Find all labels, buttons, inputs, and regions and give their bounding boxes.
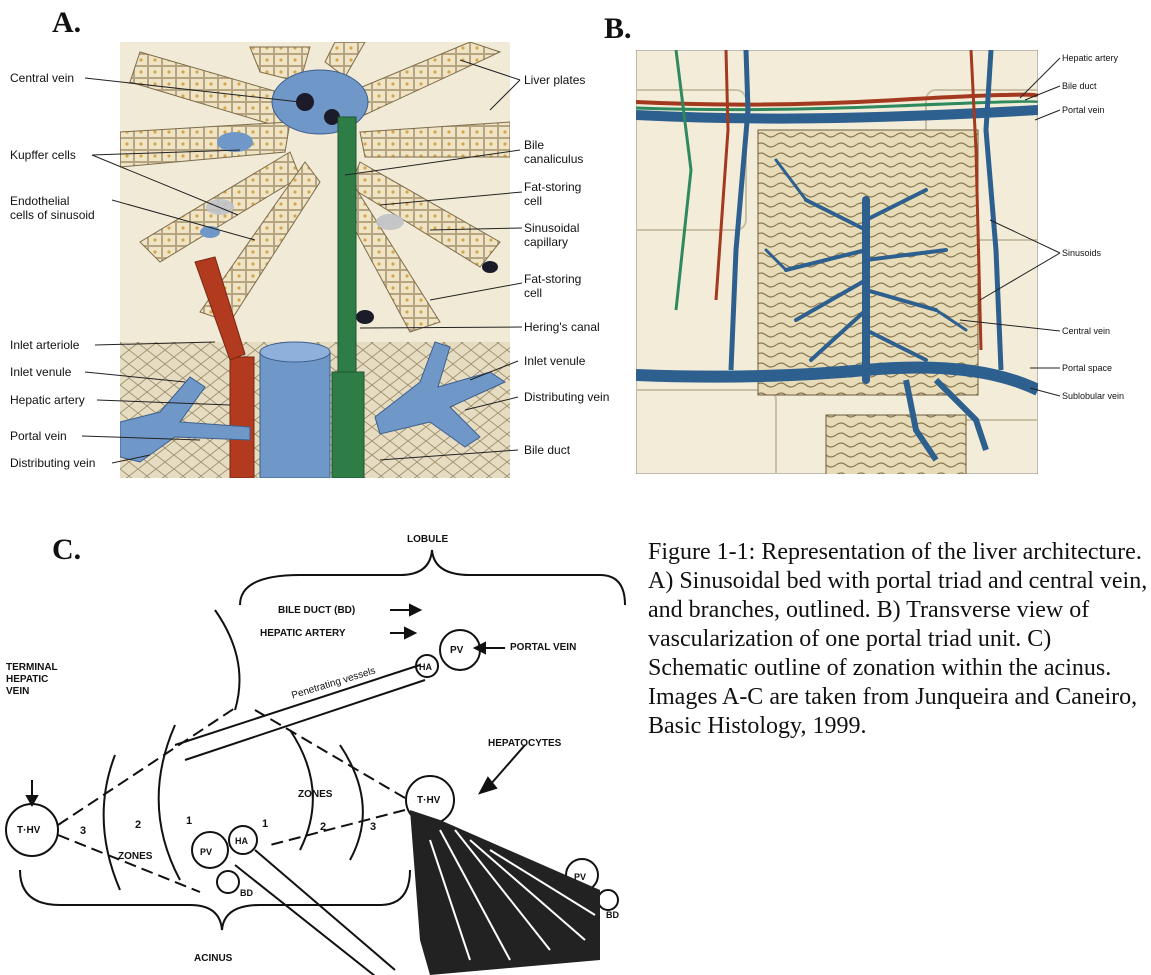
label-hepatic-artery-b: Hepatic artery xyxy=(1062,53,1118,64)
label-portal-vein-a: Portal vein xyxy=(10,429,67,443)
label-zones-right: ZONES xyxy=(298,788,332,802)
label-terminal-hepatic-vein: TERMINAL HEPATIC VEIN xyxy=(6,662,58,698)
label-distributing-vein-left: Distributing vein xyxy=(10,456,95,470)
label-pv-top: PV xyxy=(450,644,463,658)
label-herings-canal: Hering's canal xyxy=(524,320,600,334)
label-portal-vein-c: PORTAL VEIN xyxy=(510,641,576,655)
label-central-vein-b: Central vein xyxy=(1062,326,1110,337)
label-thv-left: T·HV xyxy=(17,824,40,838)
label-bd-bottom: BD xyxy=(240,886,253,900)
label-hepatic-artery-c: HEPATIC ARTERY xyxy=(260,627,346,641)
label-sinusoidal-capillary: Sinusoidal capillary xyxy=(524,221,579,249)
label-lobule: LOBULE xyxy=(407,533,448,547)
label-zone-3-right: 3 xyxy=(370,820,376,834)
label-sinusoids: Sinusoids xyxy=(1062,248,1101,259)
label-liver-plates: Liver plates xyxy=(524,73,585,87)
label-pv-right: PV xyxy=(574,870,586,884)
hepatocytes-block xyxy=(410,810,600,975)
label-bile-duct-b: Bile duct xyxy=(1062,81,1097,92)
label-portal-vein-b: Portal vein xyxy=(1062,105,1105,116)
panel-b-letter: B. xyxy=(604,12,632,46)
label-zone-2-left: 2 xyxy=(135,818,141,832)
label-bile-duct-bd: BILE DUCT (BD) xyxy=(278,604,355,618)
label-zones-left: ZONES xyxy=(118,850,152,864)
label-zone-1-right: 1 xyxy=(262,817,268,831)
label-sublobular-vein: Sublobular vein xyxy=(1062,391,1124,402)
label-kupffer-cells: Kupffer cells xyxy=(10,148,76,162)
label-zone-2-right: 2 xyxy=(320,820,326,834)
label-fat-storing-cell-2: Fat-storing cell xyxy=(524,272,581,300)
label-hepatic-artery-a: Hepatic artery xyxy=(10,393,85,407)
label-acinus: ACINUS xyxy=(194,952,232,966)
label-portal-space: Portal space xyxy=(1062,363,1112,374)
label-distributing-vein-right: Distributing vein xyxy=(524,390,609,404)
label-bile-duct-a: Bile duct xyxy=(524,443,570,457)
label-inlet-venule-right: Inlet venule xyxy=(524,354,585,368)
label-ha-bottom: HA xyxy=(235,834,248,848)
label-hepatocytes: HEPATOCYTES xyxy=(488,737,561,751)
label-bile-canaliculus: Bile canaliculus xyxy=(524,138,583,166)
label-central-vein: Central vein xyxy=(10,71,74,85)
label-fat-storing-cell-1: Fat-storing cell xyxy=(524,180,581,208)
label-pv-bottom: PV xyxy=(200,845,212,859)
label-thv-right: T·HV xyxy=(417,794,440,808)
label-zone-1-left: 1 xyxy=(186,814,192,828)
panel-b-leaders xyxy=(960,50,1080,410)
label-bd-right: BD xyxy=(606,908,619,922)
label-inlet-venule-left: Inlet venule xyxy=(10,365,71,379)
label-zone-3-left: 3 xyxy=(80,824,86,838)
label-inlet-arteriole: Inlet arteriole xyxy=(10,338,79,352)
label-ha-top: HA xyxy=(419,660,432,674)
label-endothelial-cells: Endothelial cells of sinusoid xyxy=(10,194,95,222)
figure-caption: Figure 1-1: Representation of the liver … xyxy=(648,538,1148,741)
